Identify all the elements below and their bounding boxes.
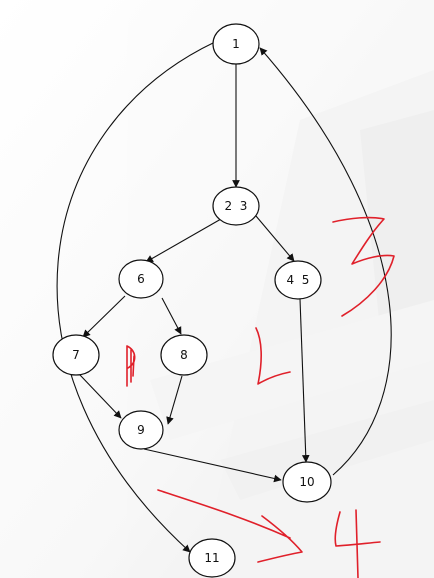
node-10[interactable]: 10 [282,461,332,503]
edge-6-to-7 [82,295,126,338]
edge-1-to-11 [56,41,216,553]
handwritten-mark-3 [332,216,395,317]
edge-6-to-8 [161,297,182,335]
edge-7-to-9 [79,374,122,419]
node-4-5-label: 4 5 [287,273,310,287]
edges-layer [56,41,392,553]
handwritten-mark-1 [126,345,136,387]
node-7[interactable]: 7 [52,334,100,376]
node-9-label: 9 [137,423,145,437]
handwritten-mark-5 [334,509,381,578]
node-2-3-label: 2 3 [225,199,248,213]
node-10-label: 10 [299,475,314,489]
edge-8-to-9 [166,375,183,425]
edge-9-to-10 [143,448,282,483]
handwritten-mark-2 [255,327,291,385]
node-6[interactable]: 6 [118,259,164,299]
edge-23-to-6 [145,218,222,263]
node-11[interactable]: 11 [188,538,236,578]
edge-10-to-1 [259,47,392,476]
edge-23-to-45 [255,215,295,262]
handwritten-annotations [126,216,395,578]
edge-45-to-10 [299,298,310,463]
handwritten-mark-4 [157,489,303,563]
node-7-label: 7 [72,348,80,362]
node-4-5[interactable]: 4 5 [274,260,322,300]
node-8-label: 8 [180,348,188,362]
nodes-layer: 1 2 3 6 4 5 7 8 9 10 [52,23,332,578]
node-6-label: 6 [137,272,145,286]
node-8[interactable]: 8 [160,334,208,376]
node-1-label: 1 [232,37,240,51]
node-9[interactable]: 9 [118,410,164,450]
node-2-3[interactable]: 2 3 [212,186,260,226]
node-1[interactable]: 1 [212,23,260,65]
node-11-label: 11 [204,551,219,565]
